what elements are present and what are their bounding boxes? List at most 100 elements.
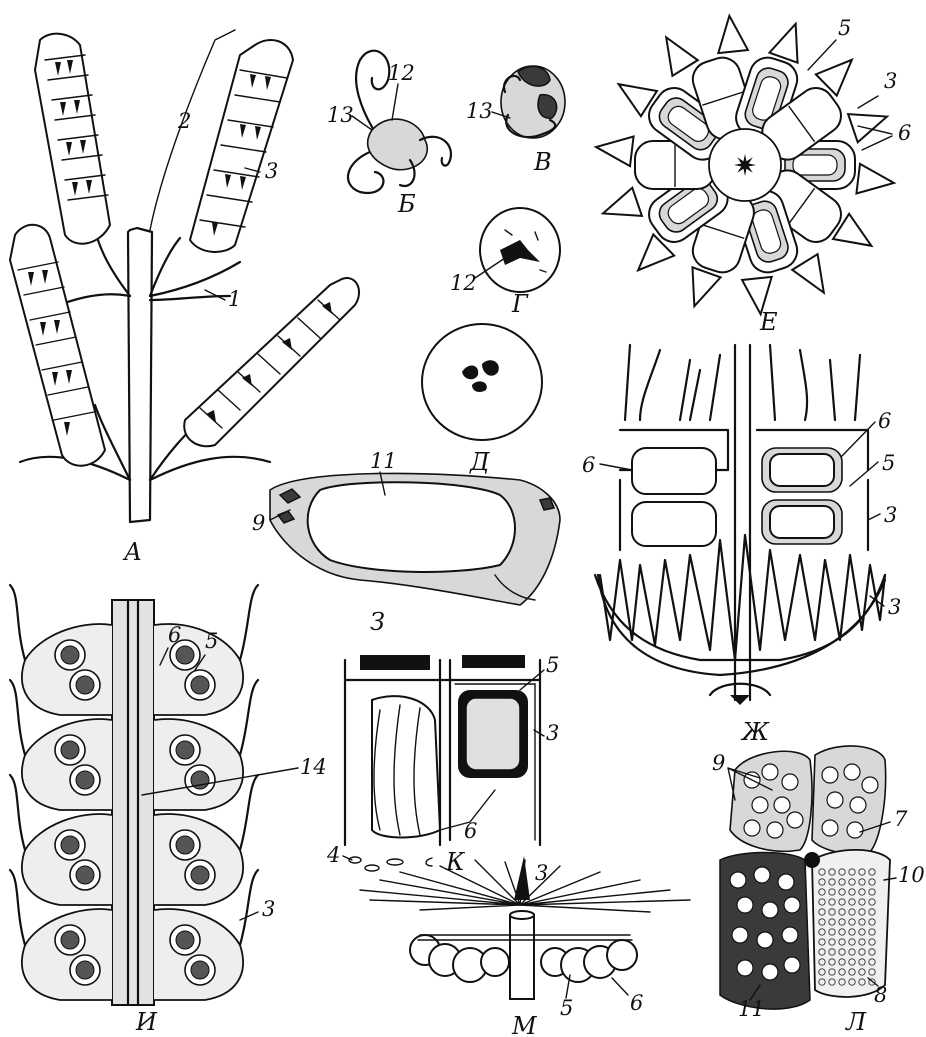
label-12-b: 12: [388, 61, 415, 85]
bract-leaf: [596, 137, 633, 167]
panel-label-e: Е: [759, 308, 778, 336]
label-3-zh-upper: 3: [884, 503, 897, 527]
label-12-g: 12: [450, 271, 477, 295]
panel-v-spore-drawing: [501, 66, 565, 138]
cell: [752, 797, 768, 813]
cell: [762, 902, 778, 918]
label-4-k: 4: [326, 843, 340, 867]
panel-l-gametophyte-cells-drawing: [720, 746, 890, 1009]
cell: [730, 872, 746, 888]
panel-z-stem-section-drawing: [270, 473, 560, 605]
panel-label-v: В: [533, 148, 552, 176]
cell: [762, 964, 778, 980]
spore-mass: [61, 646, 79, 664]
label-3-i: 3: [262, 897, 275, 921]
bract-leaf: [718, 16, 748, 53]
bract-tip-right: [240, 680, 258, 755]
label-2: 2: [177, 109, 191, 133]
panel-e-cross-section-drawing: [596, 16, 894, 314]
strobilus-lower-right: [184, 278, 359, 446]
spore-mass: [76, 771, 94, 789]
panel-i-strobilus-longitudinal-drawing: [10, 585, 258, 1005]
panel-label-l: Л: [845, 1008, 867, 1036]
panel-m-strobilus-side-drawing: [360, 856, 690, 999]
cell: [754, 867, 770, 883]
label-1: 1: [228, 287, 241, 311]
label-3-k: 3: [546, 721, 559, 745]
panel-label-zh: Ж: [740, 718, 770, 746]
label-13-v: 13: [466, 99, 493, 123]
bract-tip-left: [10, 680, 25, 755]
cell: [744, 820, 760, 836]
label-9-l: 9: [712, 751, 725, 775]
label-5-k: 5: [546, 653, 559, 677]
cell: [850, 797, 866, 813]
label-6-zh-left: 6: [582, 453, 595, 477]
cell: [847, 822, 863, 838]
panel-label-k: К: [445, 848, 466, 876]
central-canal: [734, 154, 756, 176]
spore-mass: [191, 866, 209, 884]
label-14-i: 14: [300, 755, 327, 779]
spore-mass: [76, 961, 94, 979]
panel-d-spore-drawing: [422, 324, 542, 440]
spore-mass: [191, 676, 209, 694]
label-6-zh-right: 6: [878, 409, 891, 433]
cell: [822, 767, 838, 783]
bract-tip-right: [240, 870, 258, 945]
label-3-a: 3: [265, 159, 278, 183]
cell: [757, 932, 773, 948]
bract-tip-left: [10, 870, 25, 945]
panel-label-g: Г: [511, 290, 529, 318]
spore-mass: [176, 836, 194, 854]
label-6-m: 6: [630, 991, 643, 1015]
strobilus-middle-left: [10, 225, 105, 466]
cell: [822, 820, 838, 836]
panel-k-sporangiophore-drawing: [345, 655, 540, 871]
cell: [774, 797, 790, 813]
cell: [787, 812, 803, 828]
label-3-m: 3: [535, 861, 548, 885]
label-11-z: 11: [370, 449, 397, 473]
label-5-m: 5: [560, 996, 573, 1020]
panel-g-spore-drawing: [480, 208, 560, 292]
label-10-l: 10: [898, 863, 925, 887]
bract-tip-left: [10, 585, 25, 660]
spore-mass: [176, 646, 194, 664]
spore-mass: [61, 836, 79, 854]
bract-tip-left: [10, 775, 25, 850]
cell: [862, 777, 878, 793]
panel-label-m: М: [511, 1012, 538, 1037]
panel-label-z: З: [370, 608, 385, 636]
label-13-b: 13: [327, 103, 354, 127]
cell: [778, 874, 794, 890]
panel-zh-longitudinal-section-drawing: [595, 345, 885, 705]
spore-mass: [61, 741, 79, 759]
bract-leaf: [769, 24, 797, 63]
label-6-i: 6: [168, 623, 181, 647]
cell: [784, 957, 800, 973]
cell: [767, 822, 783, 838]
strobilus-top-right: [190, 40, 293, 252]
cell: [782, 927, 798, 943]
panel-label-a: А: [122, 538, 142, 566]
cell: [827, 792, 843, 808]
cell: [782, 774, 798, 790]
label-9-z: 9: [252, 511, 265, 535]
label-8-l: 8: [874, 983, 887, 1007]
spore-mass: [61, 931, 79, 949]
bract-leaf: [666, 37, 698, 75]
label-5-zh: 5: [882, 451, 895, 475]
label-6-e: 6: [898, 121, 911, 145]
panel-a-shoot-drawing: [10, 30, 359, 522]
spore-mass: [191, 961, 209, 979]
cell: [844, 764, 860, 780]
cell: [737, 960, 753, 976]
label-7-l: 7: [894, 807, 908, 831]
spore-mass: [176, 931, 194, 949]
panel-label-b: Б: [397, 190, 416, 218]
panel-label-d: Д: [469, 448, 490, 476]
spore-mass: [176, 741, 194, 759]
panel-label-i: И: [135, 1008, 158, 1036]
